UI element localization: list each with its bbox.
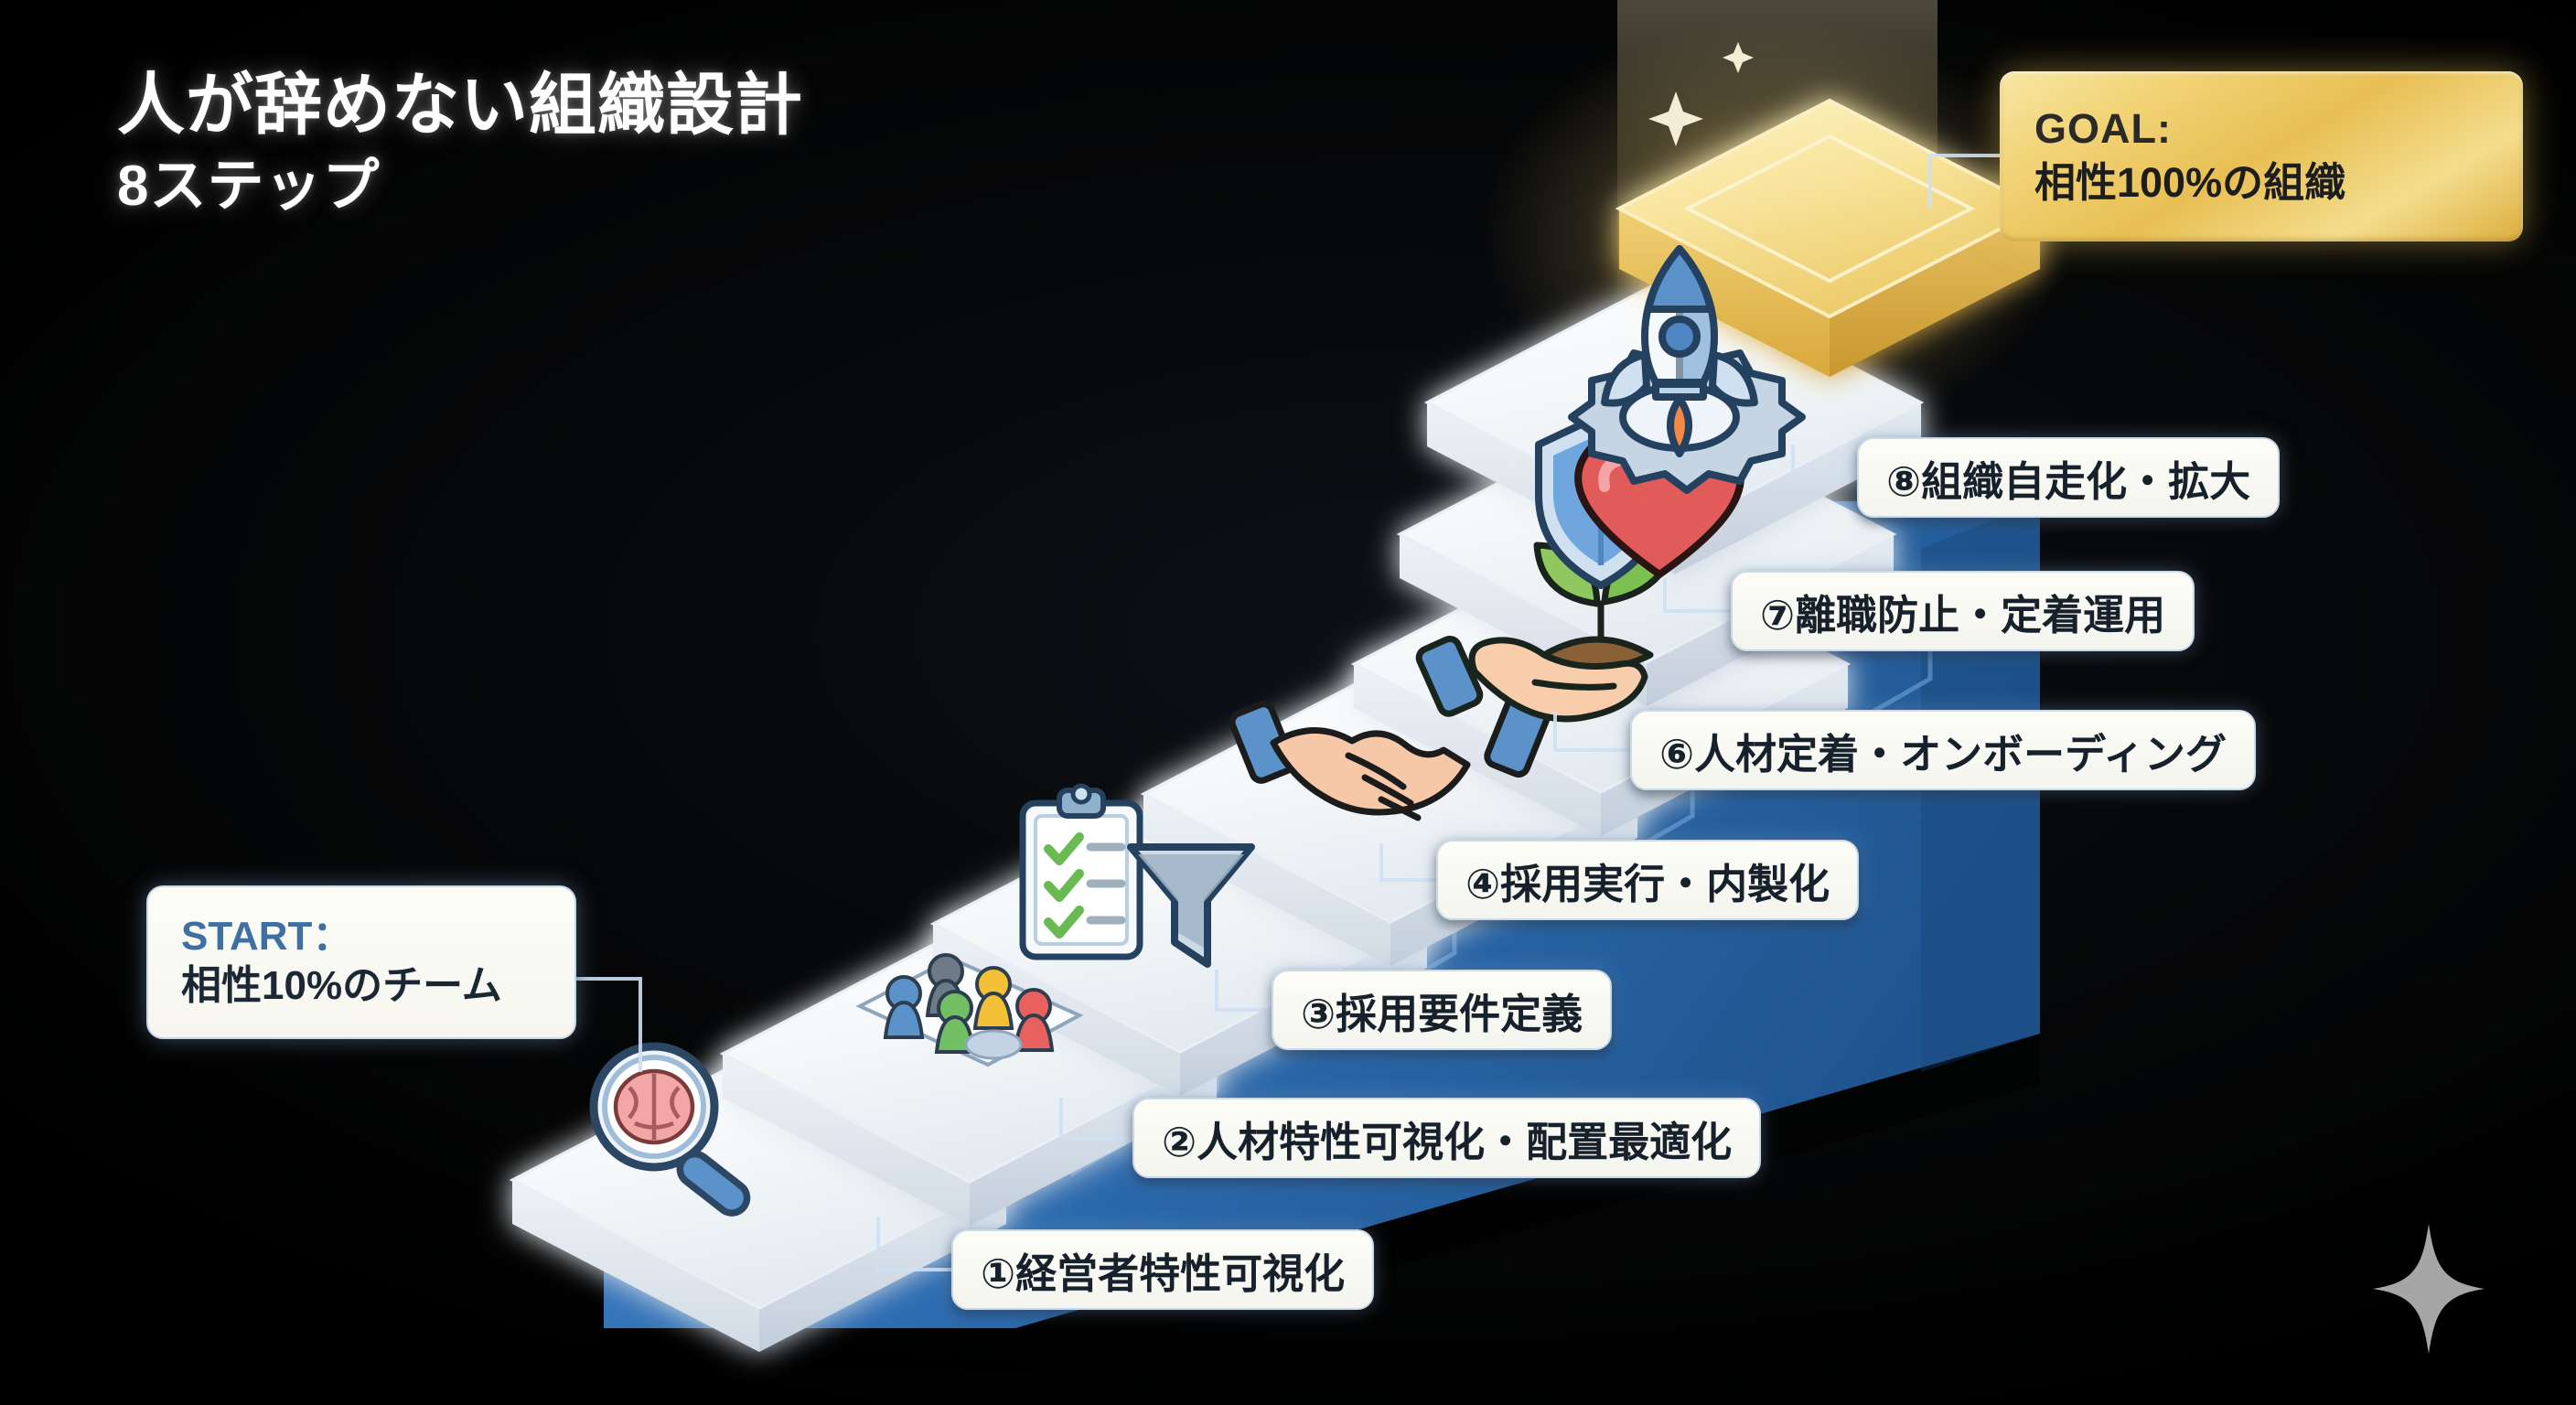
step-callout-2[interactable]: ②人材特性可視化・配置最適化: [1132, 1098, 1762, 1178]
step-callout-6[interactable]: ⑥人材定着・オンボーディング: [1630, 710, 2256, 790]
step-callout-3[interactable]: ③採用要件定義: [1272, 970, 1613, 1050]
people-figurines-icon: [855, 953, 1084, 1067]
goal-badge[interactable]: GOAL: 相性100%の組織: [2000, 71, 2523, 241]
start-badge-label: START：: [181, 914, 353, 960]
goal-badge-label: GOAL:: [2034, 105, 2172, 153]
handshake-icon: [1229, 694, 1551, 821]
goal-badge-value: 相性100%の組織: [2034, 158, 2346, 206]
start-badge[interactable]: START： 相性10%のチーム: [146, 885, 576, 1039]
start-badge-value: 相性10%のチーム: [181, 962, 502, 1008]
page-title: 人が辞めない組織設計 8ステップ: [117, 67, 803, 220]
title-line-1: 人が辞めない組織設計: [117, 67, 803, 143]
sparkle-icon: [2373, 1224, 2485, 1354]
step-callout-8[interactable]: ⑧組織自走化・拡大: [1857, 437, 2281, 518]
clipboard-funnel-icon: [1019, 783, 1255, 968]
rocket-gear-icon: [1568, 245, 1806, 494]
step-callout-7[interactable]: ⑦離職防止・定着運用: [1731, 571, 2195, 651]
magnifier-brain-icon: [589, 1042, 751, 1217]
step-callout-1[interactable]: ①経営者特性可視化: [951, 1229, 1375, 1310]
step-callout-4[interactable]: ④採用実行・内製化: [1436, 840, 1860, 920]
title-line-2: 8ステップ: [117, 154, 381, 218]
